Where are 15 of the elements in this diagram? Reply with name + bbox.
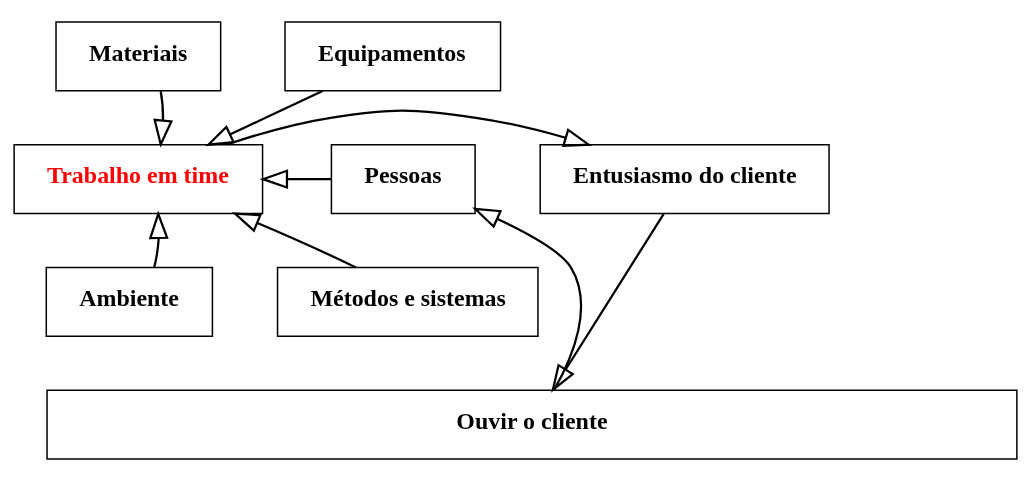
node-box: Entusiasmo do cliente xyxy=(539,143,830,215)
arrow xyxy=(231,212,357,269)
node-box: Equipamentos xyxy=(284,21,502,92)
arrow xyxy=(205,89,324,147)
arrow xyxy=(148,210,169,268)
node-box: Materiais xyxy=(55,21,222,92)
node-box: Pessoas xyxy=(330,143,476,215)
node-box: Ouvir o cliente xyxy=(46,389,1018,460)
node-box: Trabalho em time xyxy=(13,143,264,215)
node-box: Ambiente xyxy=(45,266,214,338)
arrow xyxy=(551,213,665,393)
node-box: Métodos e sistemas xyxy=(276,266,539,338)
arrow xyxy=(153,91,174,148)
arrow xyxy=(226,109,592,148)
arrow xyxy=(259,169,331,190)
